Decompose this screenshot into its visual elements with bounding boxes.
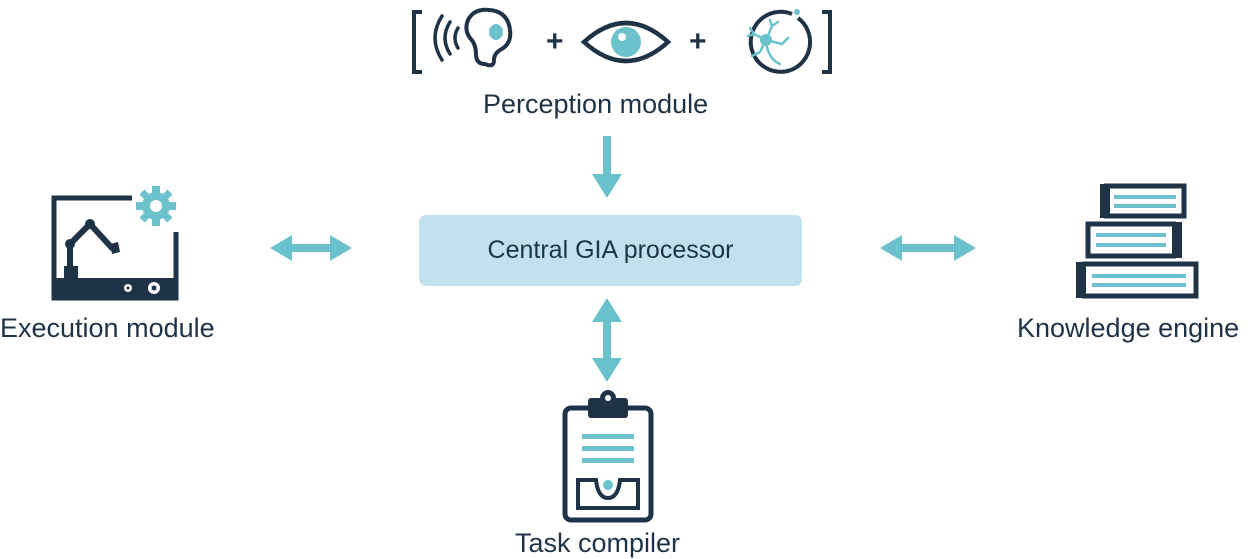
left-bracket bbox=[412, 10, 422, 74]
eye-icon bbox=[580, 20, 672, 64]
clipboard-icon bbox=[558, 388, 658, 524]
knowledge-engine-label: Knowledge engine bbox=[1017, 313, 1240, 343]
down-arrow-icon bbox=[590, 136, 624, 200]
ear-icon bbox=[464, 7, 513, 68]
central-processor-label: Central GIA processor bbox=[487, 236, 734, 264]
task-compiler-label: Task compiler bbox=[515, 528, 681, 558]
execution-module-label: Execution module bbox=[0, 313, 215, 343]
sound-waves-icon bbox=[433, 14, 460, 62]
right-bracket bbox=[822, 10, 832, 74]
neuron-icon bbox=[746, 9, 813, 74]
central-processor-box: Central GIA processor bbox=[419, 215, 802, 286]
double-arrow-icon bbox=[880, 233, 976, 263]
double-arrow-icon bbox=[270, 233, 352, 263]
perception-module-label: Perception module bbox=[483, 89, 709, 119]
vertical-double-arrow-icon bbox=[590, 298, 624, 382]
plus-symbol: + bbox=[546, 25, 564, 58]
perception-icons: + + bbox=[408, 4, 848, 82]
plus-symbol: + bbox=[689, 25, 707, 58]
robot-arm-screen-icon bbox=[48, 186, 183, 304]
books-icon bbox=[1074, 182, 1204, 302]
gear-icon bbox=[136, 186, 176, 226]
